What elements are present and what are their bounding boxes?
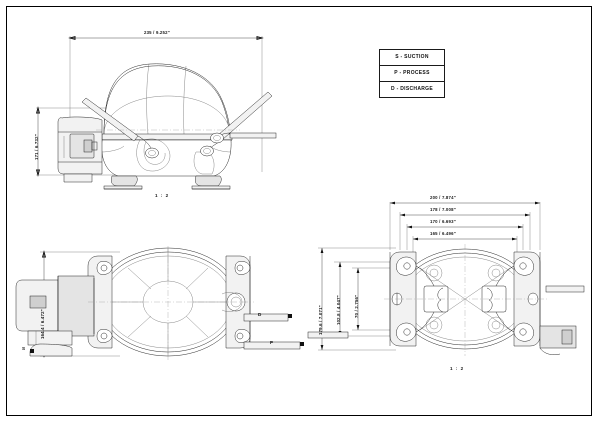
sheet-border — [6, 6, 592, 416]
top-plan-view: 164.4 / 6.472" S D P — [0, 238, 320, 378]
suction-marker — [30, 349, 34, 353]
suction-tube — [81, 97, 159, 159]
dim-plan-depth: 164.4 / 6.472" — [40, 309, 45, 339]
dim-mount-width-2: 178 / 7.008" — [430, 207, 456, 212]
dim-mount-outer-width: 200 / 7.874" — [430, 195, 456, 200]
dim-overall-height: 171 / 6.732" — [34, 134, 39, 160]
dim-mount-width-3: 170 / 6.693" — [430, 219, 456, 224]
dim-mount-depth-2: 102.8 / 4.047" — [336, 295, 341, 325]
legend-row-suction: S - SUCTION — [380, 50, 444, 66]
mounting-plan-view: 200 / 7.874" 178 / 7.008" 170 / 6.693" 1… — [300, 190, 600, 385]
dim-mount-hole-offset: 70 / 2.756" — [354, 294, 359, 318]
port-label-suction: S — [22, 346, 26, 351]
side-elevation-svg — [35, 35, 277, 190]
side-scale-label: 1 : 2 — [155, 193, 170, 198]
legend-row-process: P - PROCESS — [380, 66, 444, 82]
process-marker — [300, 342, 304, 346]
side-elevation-view: 235 / 9.252" 171 / 6.732" 1 : 2 — [0, 0, 320, 210]
port-legend: S - SUCTION P - PROCESS D - DISCHARGE — [379, 49, 445, 98]
top-plan-svg — [15, 246, 304, 360]
mount-dimension-lines-h — [389, 201, 541, 252]
mount-scale-label: 1 : 2 — [450, 366, 465, 371]
mounting-feet — [103, 175, 231, 190]
dim-overall-width: 235 / 9.252" — [144, 30, 170, 35]
compressor-shell — [101, 63, 233, 177]
mounting-plan-svg — [307, 201, 585, 356]
dim-mount-hole-span: 165 / 6.496" — [430, 231, 456, 236]
process-tube — [210, 132, 277, 144]
legend-row-discharge: D - DISCHARGE — [391, 86, 433, 92]
internal-assembly — [136, 138, 215, 175]
dim-mount-outer-depth: 179.6 / 7.071" — [318, 305, 323, 335]
electrical-box-top — [15, 275, 95, 346]
port-stubs-bottom — [307, 285, 585, 355]
port-label-process: P — [270, 340, 274, 345]
port-label-discharge: D — [258, 312, 262, 317]
discharge-marker — [288, 314, 292, 318]
electrical-box — [57, 116, 103, 183]
